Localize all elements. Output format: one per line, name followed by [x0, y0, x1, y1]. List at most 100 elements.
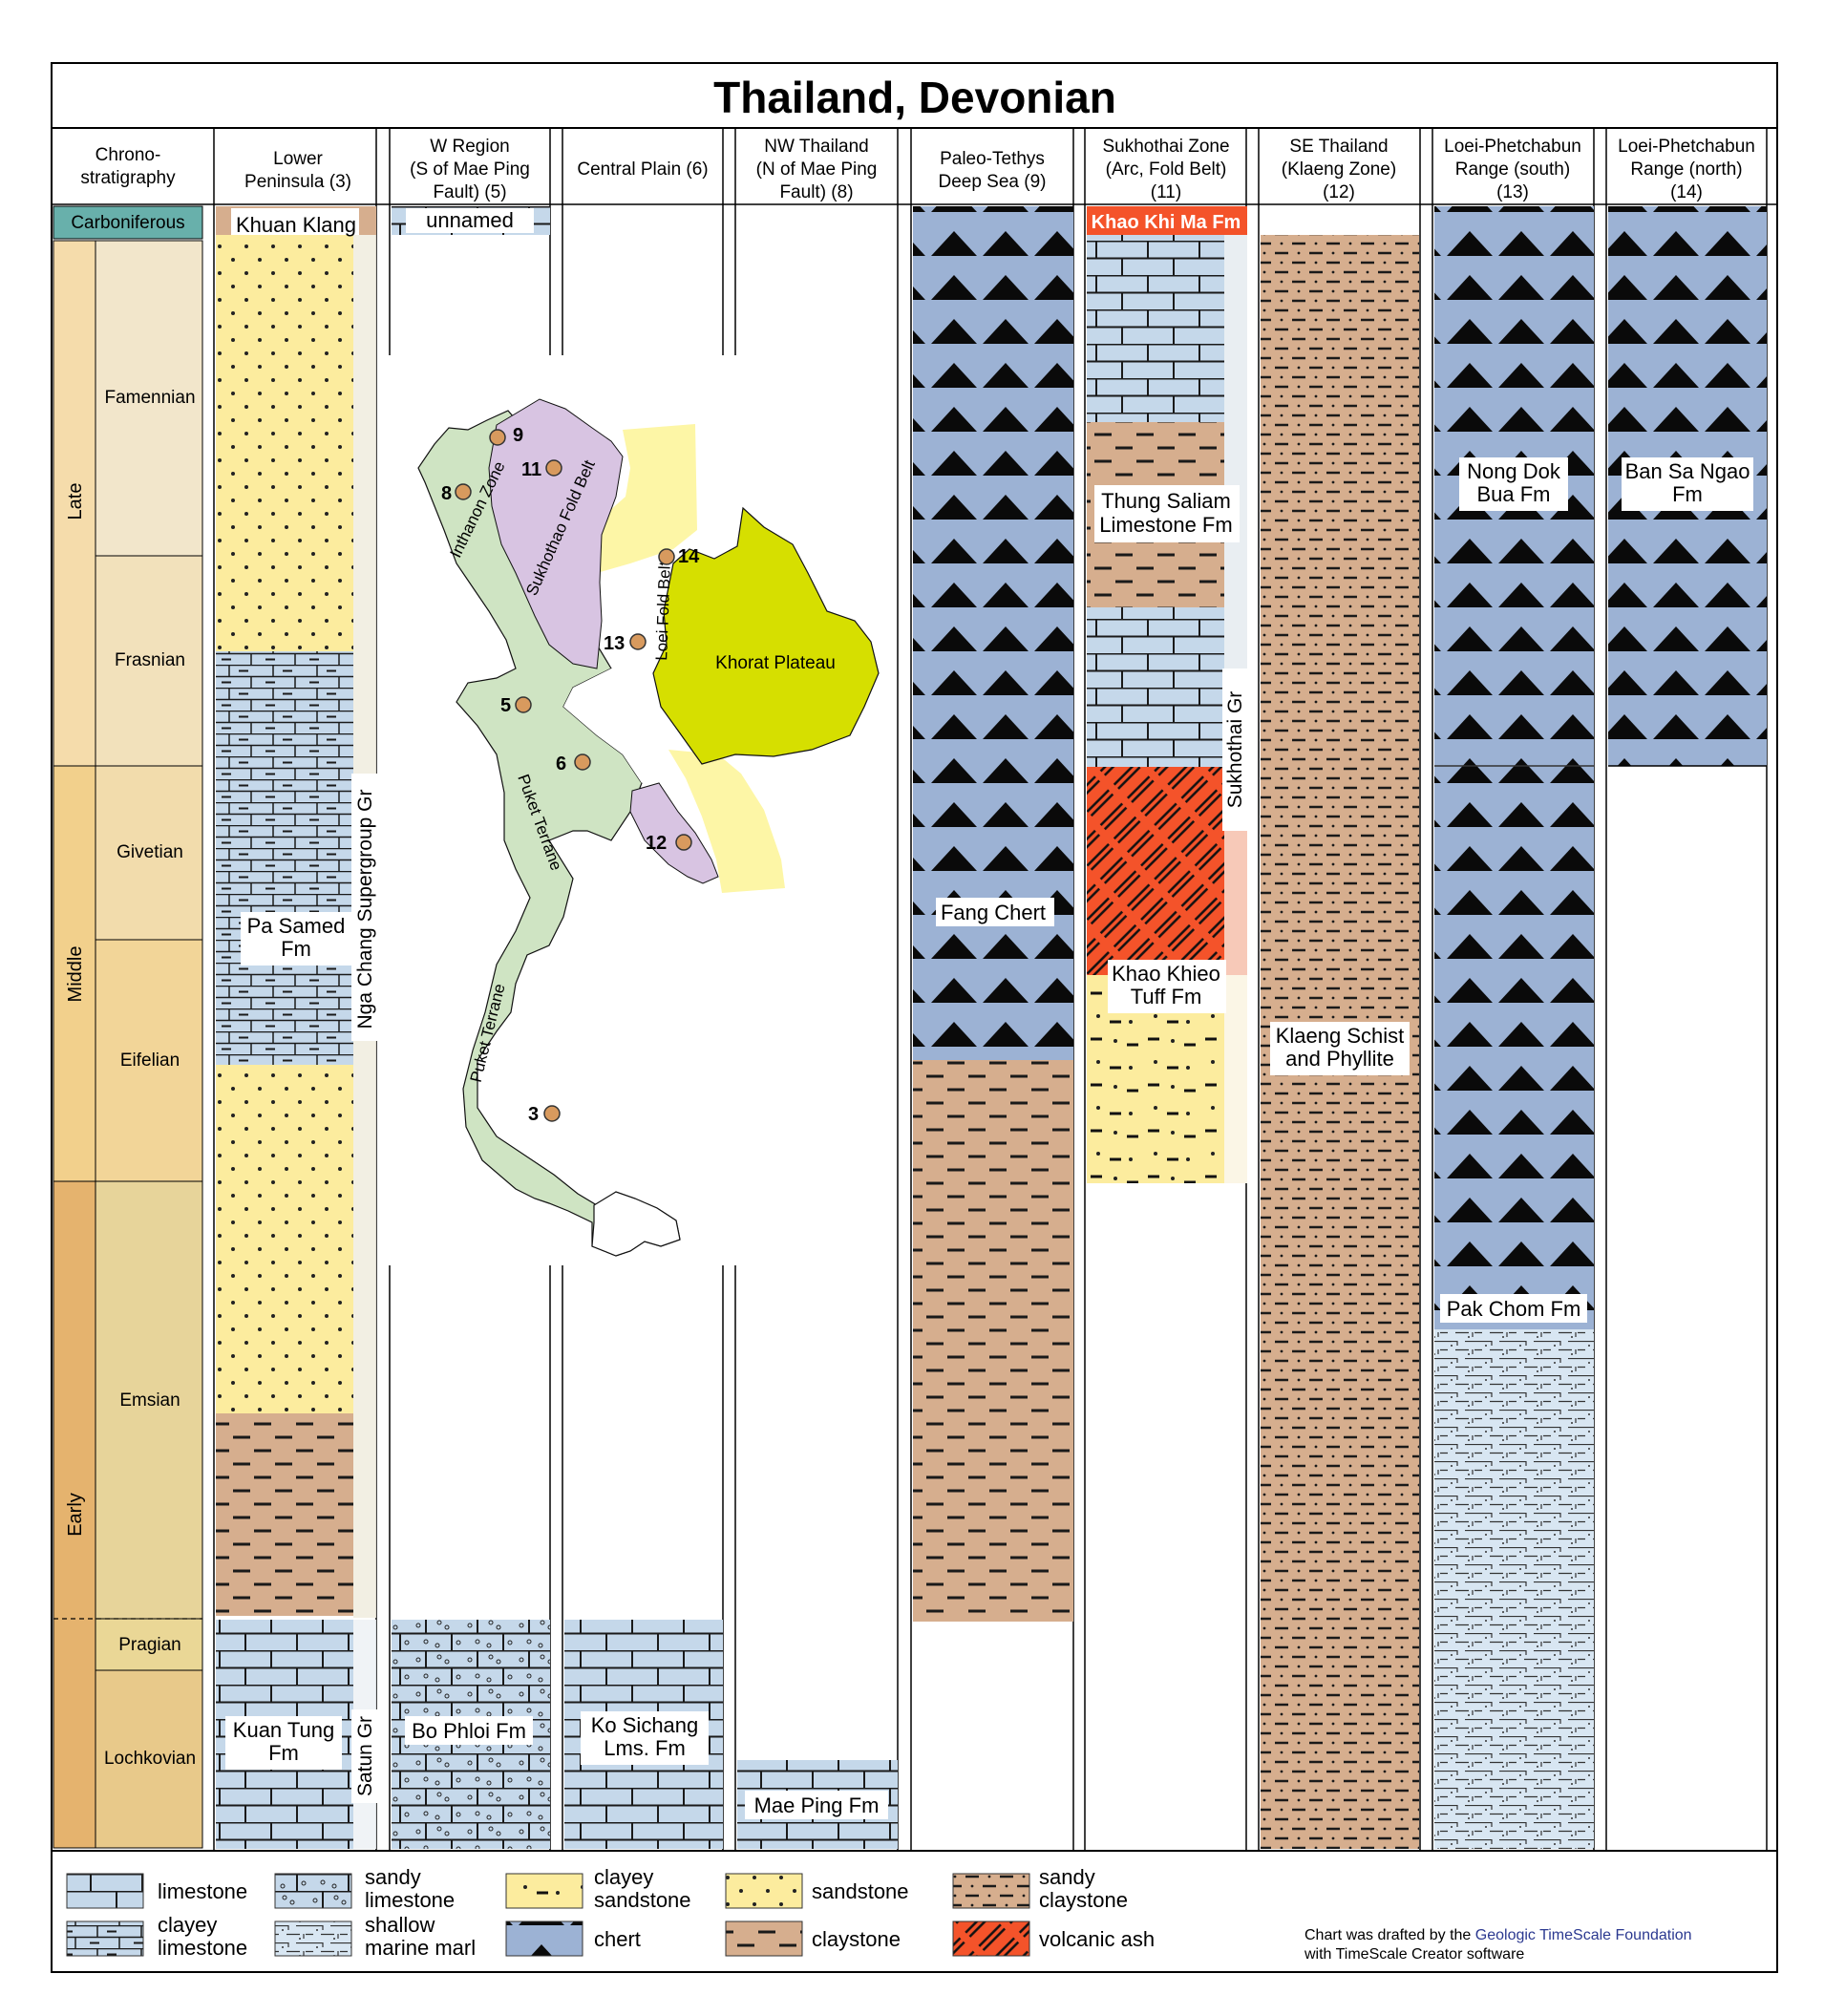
svg-text:sandstone: sandstone	[812, 1879, 909, 1903]
svg-text:9: 9	[513, 425, 523, 446]
col-sukhothai-h1: Sukhothai Zone	[1102, 137, 1229, 157]
col-central-plain-h1: Central Plain (6)	[577, 159, 708, 180]
col-nw-thailand-h2: (N of Mae Ping	[756, 159, 878, 180]
fm-khuan-klang: Khuan Klang	[236, 213, 356, 237]
col-w-region-h1: W Region	[430, 137, 509, 157]
svg-text:claystone: claystone	[1039, 1888, 1128, 1912]
fm-khao-khieo-1: Khao Khieo	[1112, 962, 1220, 986]
fm-kuan-tung-1: Kuan Tung	[233, 1718, 334, 1742]
stage-pragian-label: Pragian	[118, 1635, 181, 1655]
fm-bo-phloi: Bo Phloi Fm	[412, 1719, 526, 1743]
thailand-map: Inthanon Zone Sukhothao Fold Belt Loei F…	[378, 355, 880, 1265]
site-13: 13	[604, 633, 647, 654]
stage-famennian	[95, 240, 203, 557]
site-6: 6	[556, 753, 591, 775]
khorat-plateau-area	[652, 506, 880, 765]
fm-pa-samed-2: Fm	[281, 937, 311, 961]
gr-satun: Satun Gr	[354, 1716, 376, 1796]
col-sukhothai-h2: (Arc, Fold Belt)	[1106, 159, 1227, 180]
col-loei-south-h1: Loei-Phetchabun	[1444, 137, 1581, 157]
legend-chert: chert	[505, 1921, 641, 1957]
stage-eifelian-label: Eifelian	[120, 1050, 180, 1071]
legend-shallow-marine-marl: shallow marine marl	[274, 1913, 476, 1960]
fm-ban-sa-ngao-2: Fm	[1672, 482, 1703, 506]
col-loei-north-h2: Range (north)	[1630, 159, 1742, 180]
stage-lochkovian	[95, 1669, 203, 1849]
column-sukhothai: Khao Khi Ma Fm Thung Saliam Limestone Fm…	[1087, 206, 1249, 1183]
epoch-late-label: Late	[65, 483, 86, 520]
fm-ko-sichang-1: Ko Sichang	[591, 1713, 699, 1737]
column-loei-south: Nong Dok Bua Fm Pak Chom Fm	[1434, 206, 1594, 1849]
col-se-thailand-h3: (12)	[1323, 182, 1355, 202]
svg-text:clayey: clayey	[594, 1865, 653, 1889]
epoch-early-label: Early	[65, 1493, 86, 1537]
fm-thung-saliam-1: Thung Saliam	[1101, 489, 1231, 513]
fm-ko-sichang-2: Lms. Fm	[604, 1736, 686, 1760]
chrono-header-line2: stratigraphy	[80, 168, 176, 188]
fm-ban-sa-ngao-1: Ban Sa Ngao	[1625, 459, 1750, 483]
gr-sukhothai: Sukhothai Gr	[1224, 691, 1246, 809]
credit-line2: with TimeScale Creator software	[1304, 1946, 1524, 1963]
svg-text:3: 3	[528, 1104, 539, 1125]
stage-famennian-label: Famennian	[104, 388, 195, 408]
col-loei-south-h3: (13)	[1496, 182, 1529, 202]
stage-emsian	[95, 1180, 203, 1667]
col-lower-peninsula-h2: Peninsula (3)	[244, 172, 351, 192]
chrono-column: Chrono- stratigraphy Carboniferous Late …	[53, 145, 203, 1849]
col-lower-peninsula-h1: Lower	[273, 149, 323, 169]
stage-eifelian	[95, 939, 203, 1182]
chrono-header-line1: Chrono-	[95, 145, 161, 165]
credit-link[interactable]: Geologic TimeScale Foundation	[1475, 1927, 1692, 1943]
svg-text:13: 13	[604, 633, 625, 654]
col-se-thailand-h1: SE Thailand	[1289, 137, 1388, 157]
svg-text:shallow: shallow	[365, 1913, 435, 1937]
stage-emsian-label: Emsian	[119, 1390, 180, 1411]
fm-kuan-tung-2: Fm	[268, 1741, 299, 1765]
fm-nong-dok-bua-1: Nong Dok	[1467, 459, 1561, 483]
site-5: 5	[500, 695, 532, 716]
fm-unnamed: unnamed	[426, 208, 514, 232]
svg-text:sandy: sandy	[365, 1865, 421, 1889]
site-11: 11	[521, 459, 562, 480]
site-8: 8	[441, 483, 472, 504]
sukhothai-fold-belt-area	[488, 398, 624, 669]
fm-nong-dok-bua-2: Bua Fm	[1476, 482, 1550, 506]
fm-pak-chom: Pak Chom Fm	[1447, 1297, 1581, 1321]
col-se-thailand-h2: (Klaeng Zone)	[1282, 159, 1396, 180]
col-paleo-tethys-h2: Deep Sea (9)	[938, 172, 1046, 192]
epoch-early	[53, 1180, 96, 1849]
legend-sandy-claystone: sandy claystone	[952, 1865, 1128, 1912]
fm-khao-khieo-2: Tuff Fm	[1131, 985, 1202, 1008]
stage-frasnian-label: Frasnian	[115, 650, 185, 670]
site-12: 12	[646, 833, 692, 854]
stage-givetian	[95, 765, 203, 941]
col-w-region-h3: Fault) (5)	[433, 182, 506, 202]
column-paleo-tethys: Fang Chert	[913, 206, 1073, 1622]
svg-text:volcanic ash: volcanic ash	[1039, 1927, 1155, 1951]
site-9: 9	[489, 425, 523, 446]
stage-givetian-label: Givetian	[117, 842, 183, 862]
fm-klaeng-1: Klaeng Schist	[1276, 1024, 1405, 1048]
col-sukhothai-h3: (11)	[1151, 182, 1181, 202]
map-label-khorat: Khorat Plateau	[715, 653, 836, 673]
credit-line1: Chart was drafted by the Geologic TimeSc…	[1304, 1927, 1692, 1943]
fm-klaeng-2: and Phyllite	[1285, 1047, 1394, 1071]
col-loei-south-h2: Range (south)	[1455, 159, 1570, 180]
svg-text:8: 8	[441, 483, 452, 504]
fm-thung-saliam-2: Limestone Fm	[1099, 513, 1232, 537]
legend-clayey-sandstone: clayey sandstone	[505, 1865, 691, 1912]
stage-lochkovian-label: Lochkovian	[104, 1749, 196, 1769]
svg-text:14: 14	[678, 546, 700, 567]
svg-text:sandy: sandy	[1039, 1865, 1095, 1889]
svg-text:chert: chert	[594, 1927, 641, 1951]
fm-pa-samed-1: Pa Samed	[247, 914, 346, 938]
site-14: 14	[658, 546, 700, 567]
legend-sandstone: sandstone	[725, 1873, 909, 1909]
svg-text:limestone: limestone	[158, 1936, 247, 1960]
site-3: 3	[528, 1104, 561, 1125]
gr-nga-chang: Nga Chang Supergroup Gr	[354, 790, 376, 1029]
legend-clayey-limestone: clayey limestone	[66, 1913, 247, 1960]
col-nw-thailand-h1: NW Thailand	[764, 137, 868, 157]
fm-mae-ping: Mae Ping Fm	[754, 1793, 880, 1817]
